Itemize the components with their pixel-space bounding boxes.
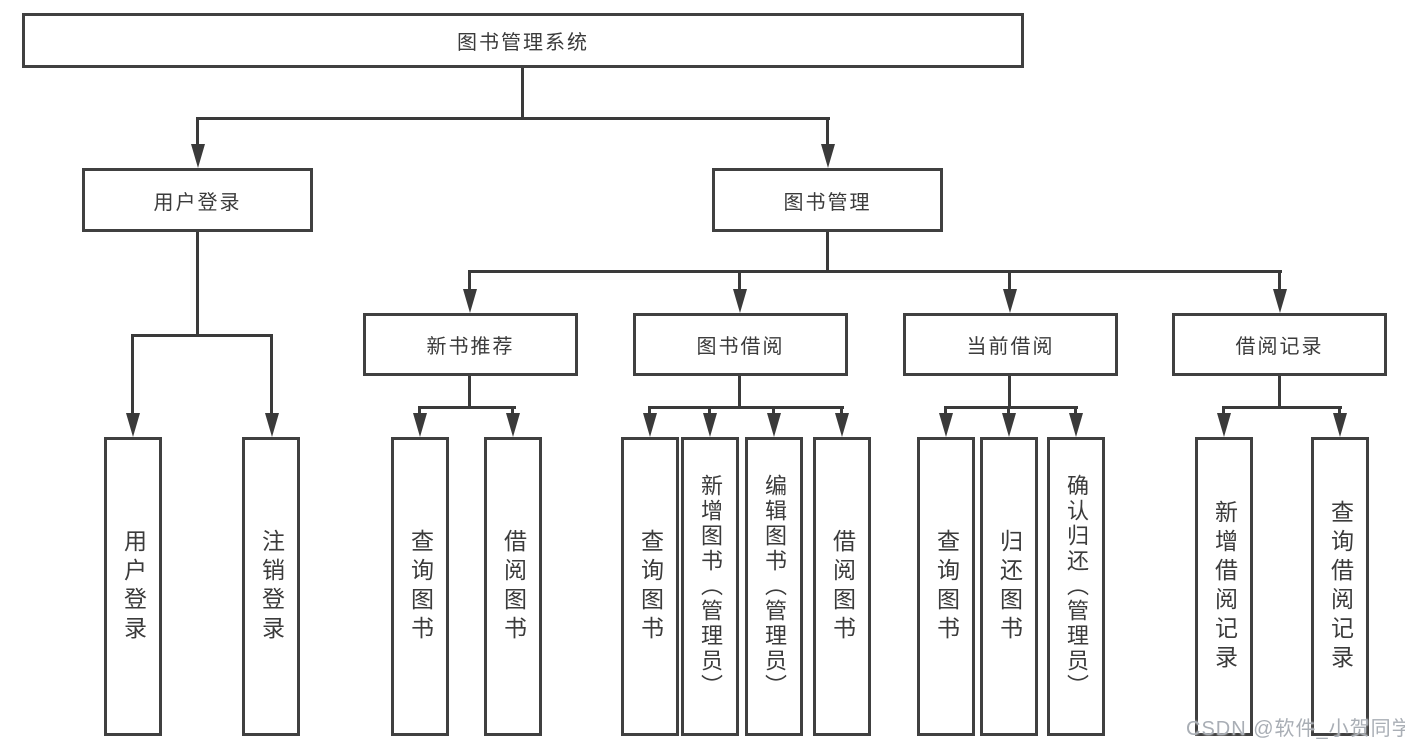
node-book-management-label: 图书管理 [783, 191, 872, 214]
leaf-confirm-return-admin-label: 确认归还（管理员） [1064, 474, 1089, 699]
leaf-add-borrow-record-label: 新增借阅记录 [1211, 499, 1238, 674]
csdn-watermark: CSDN @软件_小贺同学 [1186, 718, 1405, 740]
arrow-down-icon [506, 413, 520, 437]
leaf-logout-label: 注销登录 [258, 528, 285, 645]
leaf-user-login: 用户登录 [104, 437, 162, 736]
connector-book-mgmt-bar [468, 270, 1282, 273]
connector-book-mgmt-trunk [826, 231, 829, 273]
node-borrowing-records: 借阅记录 [1172, 313, 1387, 376]
connector-stub [1222, 406, 1225, 416]
leaf-edit-book-admin: 编辑图书（管理员） [745, 437, 803, 736]
leaf-logout: 注销登录 [242, 437, 300, 736]
arrow-down-icon [1002, 413, 1016, 437]
connector-stub [840, 406, 843, 416]
leaf-query-books-borrowing: 查询图书 [621, 437, 679, 736]
connector-stub [772, 406, 775, 416]
leaf-query-borrow-record-label: 查询借阅记录 [1327, 499, 1354, 674]
connector-stub [196, 117, 199, 147]
leaf-confirm-return-admin: 确认归还（管理员） [1047, 437, 1105, 736]
arrow-down-icon [939, 413, 953, 437]
connector-current-trunk [1008, 375, 1011, 408]
leaf-add-borrow-record: 新增借阅记录 [1195, 437, 1253, 736]
connector-stub [1338, 406, 1341, 416]
leaf-borrow-books: 借阅图书 [813, 437, 871, 736]
node-book-borrowing: 图书借阅 [633, 313, 848, 376]
arrow-down-icon [1003, 289, 1017, 313]
leaf-query-books-recommend: 查询图书 [391, 437, 449, 736]
connector-root-trunk [521, 67, 524, 120]
connector-stub [131, 334, 134, 416]
node-user-login-label: 用户登录 [153, 191, 242, 214]
leaf-query-books-current-label: 查询图书 [933, 528, 960, 645]
arrow-down-icon [1069, 413, 1083, 437]
connector-stub [648, 406, 651, 416]
leaf-return-book-label: 归还图书 [996, 528, 1023, 645]
connector-records-bar [1222, 406, 1342, 409]
connector-stub [1007, 406, 1010, 416]
connector-user-login-trunk [196, 231, 199, 337]
connector-stub [738, 270, 741, 292]
leaf-edit-book-admin-label: 编辑图书（管理员） [762, 474, 787, 699]
leaf-return-book: 归还图书 [980, 437, 1038, 736]
connector-stub [468, 270, 471, 292]
connector-stub [270, 334, 273, 416]
node-book-borrowing-label: 图书借阅 [696, 336, 785, 358]
node-current-borrowing: 当前借阅 [903, 313, 1118, 376]
connector-stub [1278, 270, 1281, 292]
leaf-borrow-books-recommend-label: 借阅图书 [500, 528, 527, 645]
arrow-down-icon [821, 144, 835, 168]
connector-stub [708, 406, 711, 416]
connector-stub [1008, 270, 1011, 292]
arrow-down-icon [413, 413, 427, 437]
node-new-book-recommend-label: 新书推荐 [426, 336, 515, 358]
connector-stub [511, 406, 514, 416]
connector-borrowing-bar [648, 406, 844, 409]
node-borrowing-records-label: 借阅记录 [1235, 336, 1324, 358]
arrow-down-icon [463, 289, 477, 313]
node-library-management-system: 图书管理系统 [22, 13, 1024, 68]
leaf-borrow-books-label: 借阅图书 [829, 528, 856, 645]
leaf-user-login-label: 用户登录 [120, 528, 147, 645]
arrow-down-icon [1333, 413, 1347, 437]
leaf-add-book-admin: 新增图书（管理员） [681, 437, 739, 736]
connector-recommend-bar [418, 406, 516, 409]
connector-stub [418, 406, 421, 416]
connector-user-login-bar [131, 334, 273, 337]
arrow-down-icon [1217, 413, 1231, 437]
connector-borrowing-trunk [738, 375, 741, 408]
node-book-management: 图书管理 [712, 168, 943, 232]
connector-records-trunk [1278, 375, 1281, 408]
arrow-down-icon [126, 413, 140, 437]
leaf-query-borrow-record: 查询借阅记录 [1311, 437, 1369, 736]
arrow-down-icon [835, 413, 849, 437]
arrow-down-icon [733, 289, 747, 313]
connector-stub [826, 117, 829, 147]
node-new-book-recommend: 新书推荐 [363, 313, 578, 376]
leaf-query-books-recommend-label: 查询图书 [407, 528, 434, 645]
leaf-query-books-current: 查询图书 [917, 437, 975, 736]
node-current-borrowing-label: 当前借阅 [966, 336, 1055, 358]
arrow-down-icon [643, 413, 657, 437]
connector-recommend-trunk [468, 375, 471, 408]
connector-stub [944, 406, 947, 416]
arrow-down-icon [191, 144, 205, 168]
node-user-login: 用户登录 [82, 168, 313, 232]
arrow-down-icon [1273, 289, 1287, 313]
connector-root-bar [196, 117, 830, 120]
arrow-down-icon [703, 413, 717, 437]
node-library-management-system-label: 图书管理系统 [457, 32, 589, 54]
leaf-add-book-admin-label: 新增图书（管理员） [698, 474, 723, 699]
connector-current-bar [944, 406, 1078, 409]
leaf-borrow-books-recommend: 借阅图书 [484, 437, 542, 736]
leaf-query-books-borrowing-label: 查询图书 [637, 528, 664, 645]
connector-stub [1074, 406, 1077, 416]
arrow-down-icon [767, 413, 781, 437]
arrow-down-icon [265, 413, 279, 437]
